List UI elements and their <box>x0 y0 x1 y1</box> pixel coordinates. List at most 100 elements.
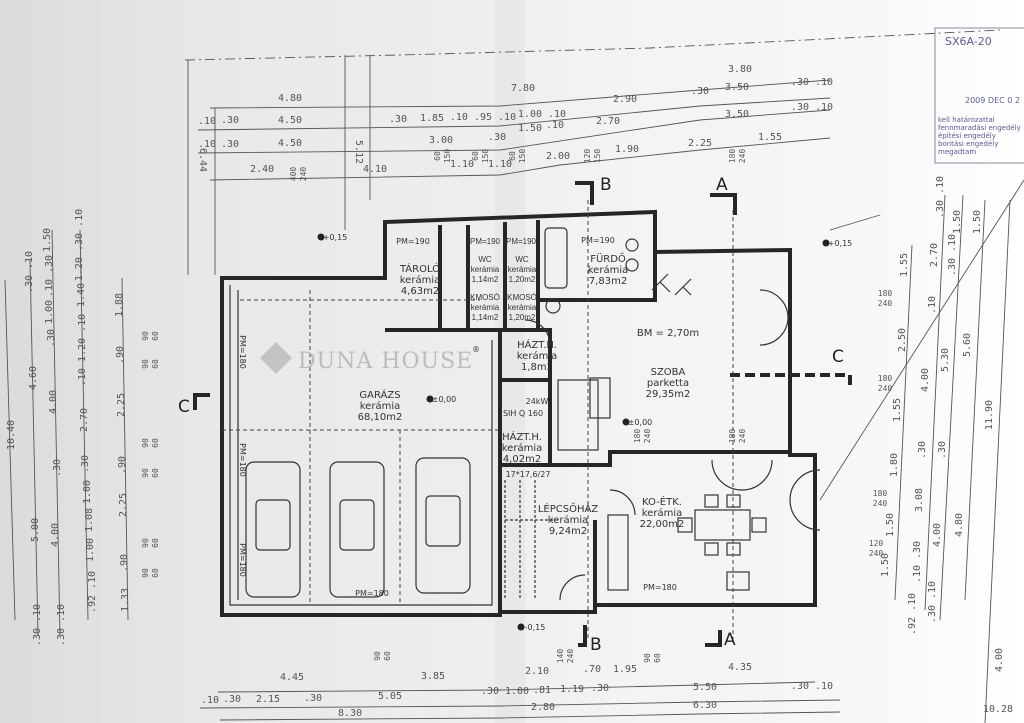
opening-height-label: 120 <box>869 539 884 548</box>
dimension-label: 6.30 <box>693 700 717 711</box>
section-marker-bottom-a: A <box>724 630 736 650</box>
room-area: 29,35m2 <box>646 389 691 400</box>
room-area: 7,83m2 <box>589 276 627 287</box>
dimension-label: 1.55 <box>758 132 782 143</box>
parapet-height-label: PM=180 <box>355 589 389 598</box>
dimension-label: 4.50 <box>278 138 302 149</box>
watermark-text: DUNA HOUSE <box>298 349 473 374</box>
dimension-label: .10 <box>201 695 219 706</box>
opening-parapet-label: 240 <box>878 384 893 393</box>
opening-parapet-label: 150 <box>481 149 490 164</box>
dimension-label: .30 .10 <box>24 251 35 293</box>
dimension-label: 1.50 <box>880 553 891 577</box>
opening-parapet-label: 60 <box>151 568 160 578</box>
opening-height-label: 180 <box>878 374 893 383</box>
dimension-label: 2.40 <box>250 164 274 175</box>
dimension-label: 4.00 <box>920 368 931 392</box>
dimension-label: .30 <box>389 114 407 125</box>
washbasin <box>625 258 639 272</box>
opening-height-label: 90 <box>373 651 382 661</box>
dimension-label: 1.50 <box>885 513 896 537</box>
dimension-label: .30 .10 <box>791 681 833 692</box>
opening-height-label: 180 <box>633 429 642 444</box>
dimension-label: 1.85 <box>420 113 444 124</box>
dimension-label: 4.10 <box>363 164 387 175</box>
dimension-label: .30 <box>221 139 239 150</box>
bathtub <box>544 227 568 289</box>
stamp-line: bontási engedély <box>938 140 998 148</box>
dimension-label: 5.12 <box>353 140 364 164</box>
opening-height-label: 90 <box>141 331 150 341</box>
room-name: KO-ÉTK. <box>642 495 682 508</box>
room-area: 9,24m2 <box>549 526 587 537</box>
ceiling-height-note: BM = 2,70m <box>637 328 699 339</box>
level-marker-icon <box>622 418 630 426</box>
dimension-label: .70 <box>583 664 601 675</box>
section-marker-left-c: C <box>178 397 190 417</box>
dimension-label: .30 .10 <box>927 581 938 623</box>
dimension-label: 2.70 <box>79 408 90 432</box>
dimension-label: .30 <box>46 329 57 347</box>
car-3 <box>415 457 471 594</box>
dimension-label: 4.35 <box>728 662 752 673</box>
room-name: KMOSÓ <box>470 293 500 302</box>
dimension-label: .30 <box>304 693 322 704</box>
opening-height-label: 400 <box>289 167 298 182</box>
dimension-label: 1.00 .10 <box>518 109 566 120</box>
dimension-label: .10 <box>198 139 216 150</box>
level-label: -0,15 <box>525 623 546 632</box>
dimension-label: 2.70 <box>596 116 620 127</box>
dimension-label: .30 <box>691 86 709 97</box>
building-walls <box>220 209 817 617</box>
dimension-label: 4.60 <box>28 366 39 390</box>
dimension-label: .10 .30 <box>44 255 55 297</box>
opening-height-label: 180 <box>728 429 737 444</box>
dimension-label: 2.70 <box>929 243 940 267</box>
room-floor: kerámia <box>360 400 400 412</box>
dimension-label: 4.80 <box>954 513 965 537</box>
room-floor: kerámia <box>471 303 500 312</box>
dimension-label: 2.25 <box>118 493 129 517</box>
opening-height-label: 90 <box>643 653 652 663</box>
dimension-label: 3.50 <box>725 109 749 120</box>
opening-height-label: 90 <box>141 468 150 478</box>
dimension-label: 1.40 <box>76 283 87 307</box>
dimension-label: 2.90 <box>613 94 637 105</box>
dimension-label: .30 1.00 <box>481 686 529 697</box>
dimension-label: .92 .10 <box>87 571 98 613</box>
dimension-label: 1.55 <box>899 253 910 277</box>
sofa <box>557 379 599 451</box>
stamp-line: megadtam <box>938 148 976 156</box>
room-area: 68,10m2 <box>358 412 403 423</box>
dimension-label: .90 <box>117 456 128 474</box>
section-marker-top-b: B <box>600 175 612 195</box>
stove <box>726 571 750 591</box>
dimension-label: .10 .95 .10 <box>450 112 516 123</box>
dimension-label: 1.50 <box>952 210 963 234</box>
level-marker-icon <box>822 239 830 247</box>
dimension-label: 5.05 <box>378 691 402 702</box>
level-label: ±0,00 <box>432 395 457 404</box>
dimension-label: 1.00 <box>82 480 93 504</box>
room-name: KMOSÓ <box>507 293 537 302</box>
dimension-label: .30 <box>223 694 241 705</box>
car-2 <box>329 461 385 598</box>
opening-parapet-label: 60 <box>151 331 160 341</box>
dimension-label: 10.40 <box>6 420 17 450</box>
level-label: +0,15 <box>323 233 348 242</box>
dimension-label: 1.55 <box>892 398 903 422</box>
dimension-label: .81 <box>533 685 551 696</box>
parapet-height-label: PM=190 <box>581 236 615 245</box>
room-floor: parketta <box>647 378 689 389</box>
dimension-label: 3.50 <box>725 82 749 93</box>
dimension-label: .10 <box>198 116 216 127</box>
parapet-height-label: PM=190 <box>506 237 537 246</box>
dimension-label: .30 <box>917 441 928 459</box>
level-marker-icon <box>517 623 525 631</box>
room-floor: kerámia <box>502 442 542 454</box>
room-area: 1,20m2 <box>509 275 536 284</box>
dimension-label: .30 <box>937 441 948 459</box>
dimension-label: .30 <box>52 459 63 477</box>
room-floor: kerámia <box>517 350 557 362</box>
garage-cars <box>245 457 471 598</box>
